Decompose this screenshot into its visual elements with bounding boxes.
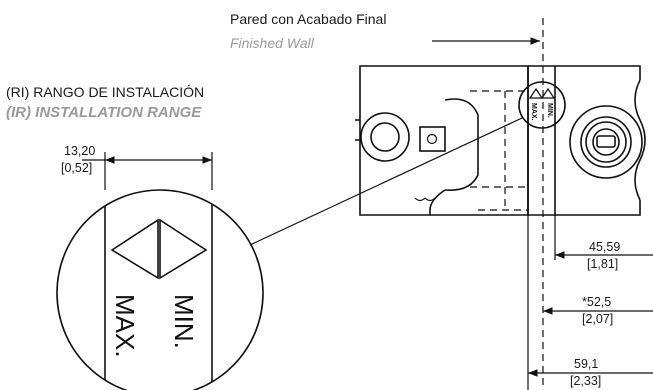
dim-13-20-mm: 13,20 (64, 144, 95, 158)
installation-range-label-es: (RI) RANGO DE INSTALACIÓN (6, 84, 204, 100)
dim-45-59-in: [1,81] (587, 257, 618, 271)
max-arrow (110, 218, 159, 280)
finished-wall-label-en: Finished Wall (230, 35, 315, 51)
dim-13-20-in: [0,52] (61, 161, 92, 175)
dim-59-1-in: [2,33] (570, 374, 601, 388)
min-arrow (159, 218, 208, 280)
max-mark-small: MAX. (530, 103, 537, 121)
dimension-59-1: 59,1 [2,33] (528, 357, 653, 388)
max-marking: MAX. (110, 294, 140, 358)
dim-59-1-mm: 59,1 (574, 357, 598, 371)
dim-52-5-in: [2,07] (582, 312, 613, 326)
dimension-13-20: 13,20 [0,52] (61, 144, 213, 190)
dimension-45-59: 45,59 [1,81] (555, 240, 653, 271)
range-marker-small: MIN. MAX. (518, 81, 566, 129)
min-marking: MIN. (169, 294, 199, 349)
dim-52-5-mm: *52,5 (582, 295, 611, 309)
dimension-52-5: *52,5 [2,07] (543, 295, 653, 326)
dim-45-59-mm: 45,59 (589, 240, 620, 254)
magnify-leader-line (249, 117, 523, 246)
installation-range-label-en: (IR) INSTALLATION RANGE (6, 104, 202, 121)
finished-wall-label-es: Pared con Acabado Final (230, 11, 386, 27)
magnified-range-detail: MIN. MAX. (56, 189, 264, 390)
valve-body (355, 65, 646, 216)
min-mark-small: MIN. (546, 103, 553, 118)
